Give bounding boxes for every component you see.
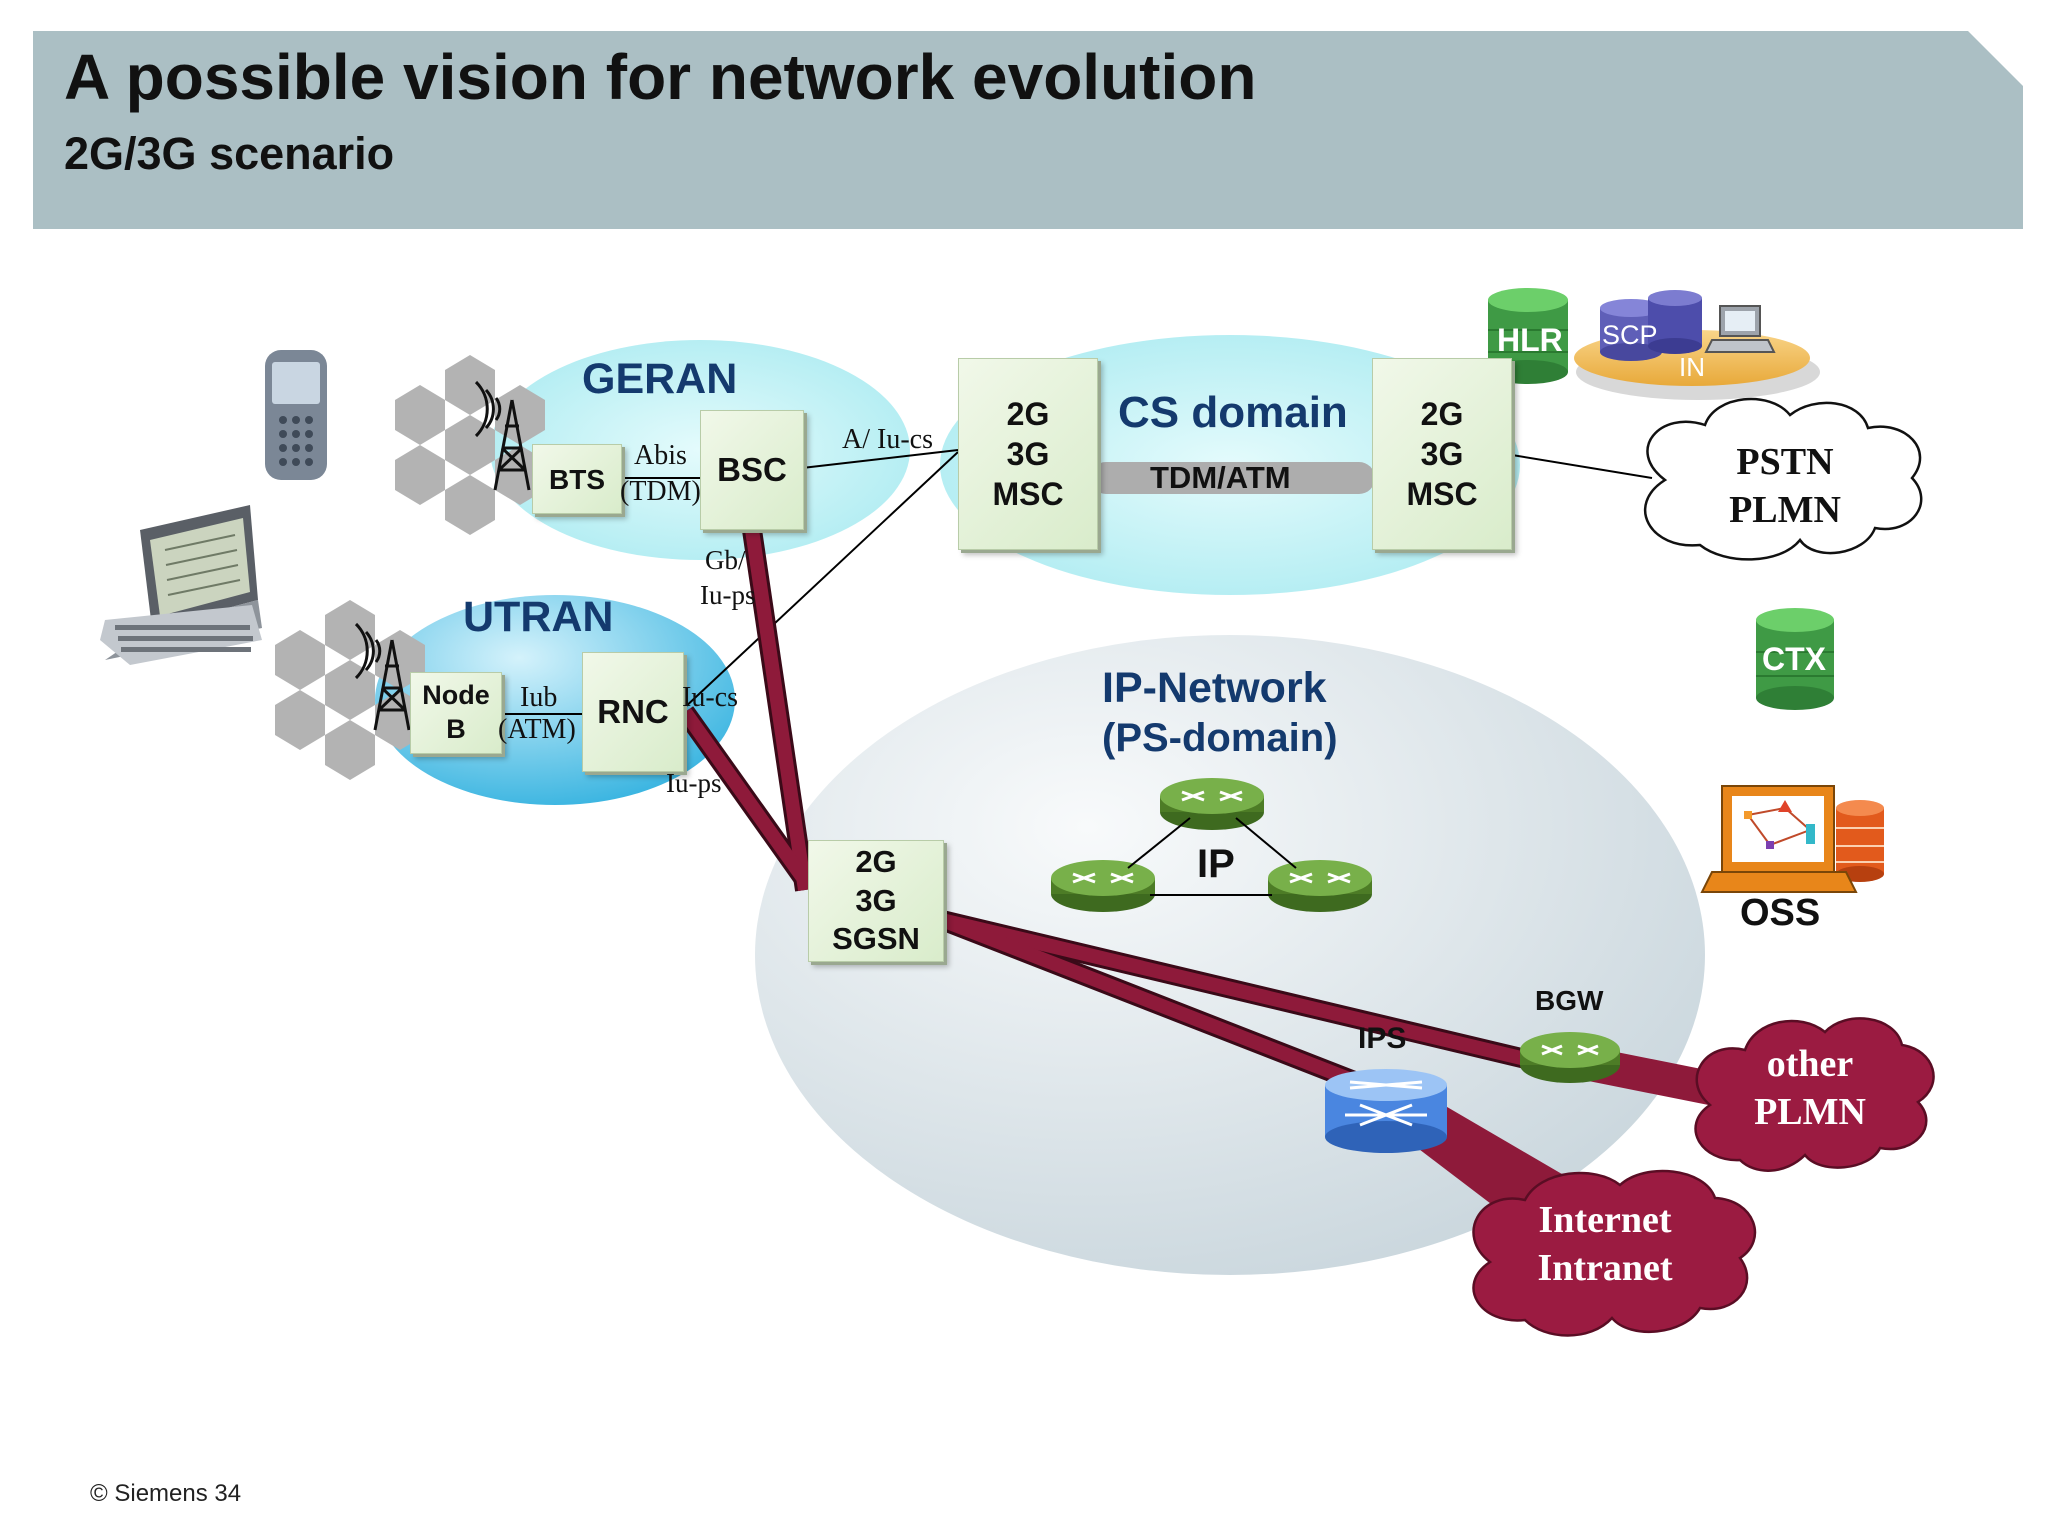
scp-label: SCP <box>1602 320 1658 350</box>
iups-link <box>679 707 814 890</box>
oss-workstation-icon <box>1700 785 1884 893</box>
bsc-box[interactable]: BSC <box>700 410 804 530</box>
tdm-atm-label: TDM/ATM <box>1150 460 1291 495</box>
pstn-plmn-label: PLMN <box>1729 489 1841 531</box>
ips-switch-icon <box>1325 1069 1447 1153</box>
bgw-label: BGW <box>1535 985 1604 1016</box>
node-b-label-line2: B <box>446 714 466 744</box>
slide-title: A possible vision for network evolution <box>64 41 1257 113</box>
ip-core-label: IP <box>1197 842 1235 886</box>
ip-router-top-icon <box>1160 778 1264 830</box>
utran-title: UTRAN <box>463 593 614 641</box>
ctx-label: CTX <box>1762 641 1826 677</box>
abis-label: Abis <box>634 440 687 471</box>
node-b-box[interactable]: Node B <box>410 672 502 754</box>
tdm-atm-pipe <box>1090 462 1375 494</box>
iucs-link <box>681 451 959 711</box>
iu-ps-top-label: Iu-ps <box>700 580 756 610</box>
header-band <box>33 31 2023 229</box>
geran-title: GERAN <box>582 355 738 403</box>
sgsn-label-line1: 2G <box>855 843 897 879</box>
msc-right-box[interactable]: 2G 3G MSC <box>1372 358 1512 550</box>
other-label: other <box>1766 1043 1854 1085</box>
bgw-router-icon <box>1520 1032 1620 1083</box>
iub-label: Iub <box>520 682 558 713</box>
iub-atm-label: (ATM) <box>498 714 576 745</box>
pstn-label: PSTN <box>1736 441 1834 483</box>
rnc-label: RNC <box>597 693 669 731</box>
msc-right-label-line2: 3G <box>1420 436 1464 472</box>
hlr-label: HLR <box>1497 322 1563 358</box>
internet-label: Internet <box>1538 1199 1672 1241</box>
abis-tdm-label: (TDM) <box>620 476 701 507</box>
ips-label: IPS <box>1358 1022 1407 1055</box>
oss-label: OSS <box>1740 892 1821 934</box>
utran-cells <box>275 600 425 780</box>
utran-antenna-icon <box>354 622 411 731</box>
geran-antenna-icon <box>474 380 531 491</box>
bsc-label: BSC <box>717 451 787 489</box>
intranet-label: Intranet <box>1537 1247 1673 1289</box>
sgsn-ips-link <box>939 913 1393 1102</box>
ctx-database-icon <box>1756 608 1834 710</box>
cs-domain-title: CS domain <box>1118 388 1348 437</box>
slide-subtitle: 2G/3G scenario <box>64 128 395 179</box>
bts-box[interactable]: BTS <box>532 444 622 514</box>
gb-label: Gb/ <box>705 545 746 575</box>
sgsn-label-line3: SGSN <box>832 921 920 957</box>
msc-right-label-line3: MSC <box>1406 476 1478 512</box>
sgsn-label-line2: 3G <box>855 882 897 918</box>
ip-router-right-icon <box>1268 860 1372 912</box>
internet-intranet-cloud <box>1472 1169 1757 1337</box>
sgsn-box[interactable]: 2G 3G SGSN <box>808 840 944 962</box>
in-terminal-icon <box>1704 305 1776 353</box>
msc-left-box[interactable]: 2G 3G MSC <box>958 358 1098 550</box>
scp-database-icon <box>1600 290 1702 361</box>
ip-router-left-icon <box>1051 860 1155 912</box>
msc-left-label-line3: MSC <box>992 476 1064 512</box>
ps-domain-title: (PS-domain) <box>1102 716 1338 760</box>
msc-pstn-link <box>1511 454 1653 479</box>
bts-label: BTS <box>549 463 605 495</box>
msc-right-label-line1: 2G <box>1420 396 1464 432</box>
gb-iups-link <box>745 528 812 892</box>
ip-network-title: IP-Network <box>1102 664 1327 712</box>
a-iucs-link <box>801 449 959 469</box>
ip-triangle-right <box>1235 817 1297 869</box>
ip-network-area <box>755 635 1705 1275</box>
other-plmn-cloud <box>1694 1017 1935 1172</box>
oss-database-icon <box>1836 800 1884 882</box>
in-label: IN <box>1679 352 1705 382</box>
copyright-footer: © Siemens 34 <box>90 1480 242 1507</box>
sgsn-bgw-link <box>940 913 1582 1079</box>
rnc-box[interactable]: RNC <box>582 652 684 772</box>
pstn-plmn-cloud <box>1644 397 1923 561</box>
laptop-icon <box>100 505 262 665</box>
ip-triangle-left <box>1127 817 1191 869</box>
node-b-label-line1: Node <box>422 680 490 711</box>
mobile-phone-icon <box>265 350 327 480</box>
other-plmn-label: PLMN <box>1754 1091 1866 1133</box>
a-iucs-label: A/ Iu-cs <box>842 424 933 455</box>
iu-ps-bottom-label: Iu-ps <box>666 768 722 798</box>
iu-cs-label: Iu-cs <box>682 682 738 713</box>
msc-left-label-line1: 2G <box>1006 396 1050 432</box>
in-platform-icon <box>1574 290 1820 400</box>
msc-left-label-line2: 3G <box>1006 436 1050 472</box>
